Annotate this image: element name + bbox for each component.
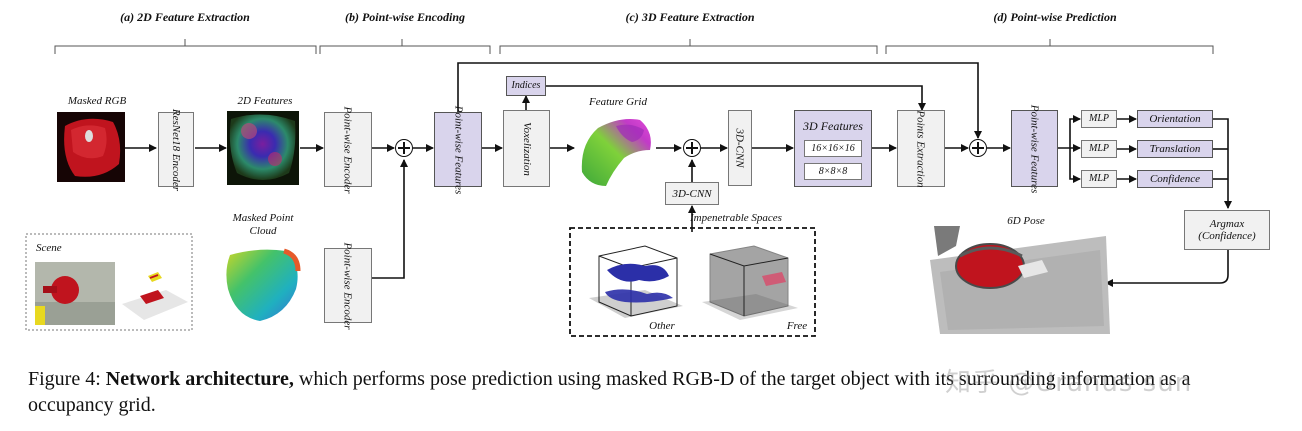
mlp-box-1: MLP [1081, 110, 1117, 128]
caption-prefix: Figure 4: [28, 368, 106, 390]
resolution-16-label: 16×16×16 [811, 142, 855, 154]
pointwise-encoder-top-box: Point-wise Encoder [324, 106, 372, 193]
3d-cnn-box: 3D-CNN [728, 110, 752, 186]
voxelization-label: Voxelization [520, 121, 533, 176]
translation-label: Translation [1149, 143, 1201, 155]
caption-bold: Network architecture, [105, 368, 294, 390]
bracket-b [319, 39, 491, 54]
masked-rgb-image [57, 112, 125, 182]
other-label: Other [649, 320, 675, 332]
free-label: Free [786, 320, 808, 332]
concat-node-1 [395, 139, 413, 157]
mlp-label-2: MLP [1089, 143, 1109, 154]
indices-label: Indices [511, 80, 541, 91]
impenetrable-spaces-label: Impenetrable Spaces [690, 212, 782, 224]
pointwise-encoder-top-label: Point-wise Encoder [342, 105, 355, 194]
scene-dotted-frame [25, 233, 193, 331]
bracket-c [499, 39, 878, 54]
section-title-a: (a) 2D Feature Extraction [120, 10, 250, 24]
section-title-d: (d) Point-wise Prediction [993, 10, 1117, 24]
3d-cnn-small-label: 3D-CNN [672, 187, 712, 200]
concat-node-3 [969, 139, 987, 157]
resolution-8-box: 8×8×8 [804, 163, 862, 180]
watermark: 知乎 @Uranus sun [945, 368, 1193, 398]
argmax-label: Argmax (Confidence) [1198, 218, 1256, 242]
pointwise-features-label-1: Point-wise Features [452, 105, 464, 194]
points-extraction-label: Points Extraction [915, 109, 928, 188]
bracket-d [885, 39, 1214, 54]
masked-point-cloud-label: Masked Point Cloud [232, 212, 294, 237]
mlp-label-1: MLP [1089, 113, 1109, 124]
pointwise-features-label-2: Point-wise Features [1028, 104, 1041, 193]
2d-features-label: 2D Features [237, 95, 293, 107]
resnet18-encoder-box: ResNet18 Encoder [158, 108, 194, 191]
argmax-box: Argmax (Confidence) [1184, 210, 1270, 250]
connectors [25, 39, 1232, 337]
indices-box: Indices [506, 76, 546, 96]
orientation-box: Orientation [1137, 110, 1213, 128]
impenetrable-dashed-frame [569, 227, 816, 337]
6d-pose-image [930, 226, 1110, 334]
pointwise-features-box-1: Point-wise Features [434, 105, 482, 194]
6d-pose-label: 6D Pose [1007, 215, 1045, 227]
masked-point-cloud-image [226, 248, 301, 321]
pointwise-encoder-bottom-label: Point-wise Encoder [342, 241, 355, 330]
section-title-b: (b) Point-wise Encoding [344, 10, 465, 24]
resnet18-encoder-label: ResNet18 Encoder [170, 108, 182, 191]
resolution-8-label: 8×8×8 [818, 165, 848, 177]
confidence-box: Confidence [1137, 170, 1213, 188]
concat-node-2 [683, 139, 701, 157]
3d-cnn-small-box: 3D-CNN [665, 182, 719, 205]
3d-cnn-label: 3D-CNN [734, 128, 746, 168]
scene-rgb-image [35, 262, 115, 325]
mlp-box-2: MLP [1081, 140, 1117, 158]
scene-label: Scene [36, 242, 62, 254]
bracket-a [54, 39, 317, 54]
mlp-box-3: MLP [1081, 170, 1117, 188]
feature-grid-label: Feature Grid [589, 96, 647, 108]
caption-rest: which performs pose prediction using mas… [28, 368, 1191, 416]
mlp-label-3: MLP [1089, 173, 1109, 184]
impenetrable-other-image [589, 245, 683, 318]
confidence-label: Confidence [1149, 173, 1201, 185]
pointwise-encoder-bottom-box: Point-wise Encoder [324, 242, 372, 329]
figure-caption: Figure 4: Network architecture, which pe… [28, 366, 1278, 418]
2d-features-image [227, 111, 299, 185]
resolution-16-box: 16×16×16 [804, 140, 862, 157]
feature-grid-image [581, 119, 651, 186]
3d-features-title: 3D Features [803, 119, 863, 133]
translation-box: Translation [1137, 140, 1213, 158]
orientation-label: Orientation [1149, 113, 1201, 125]
masked-rgb-label: Masked RGB [67, 95, 127, 107]
points-extraction-box: Points Extraction [897, 110, 945, 187]
voxelization-box: Voxelization [503, 110, 550, 187]
section-title-c: (c) 3D Feature Extraction [625, 10, 755, 24]
pointwise-features-box-2: Point-wise Features [1011, 104, 1058, 193]
scene-3d-image [122, 272, 188, 320]
network-architecture-diagram: (a) 2D Feature Extraction (b) Point-wise… [25, 10, 1270, 337]
impenetrable-free-image [702, 245, 798, 320]
